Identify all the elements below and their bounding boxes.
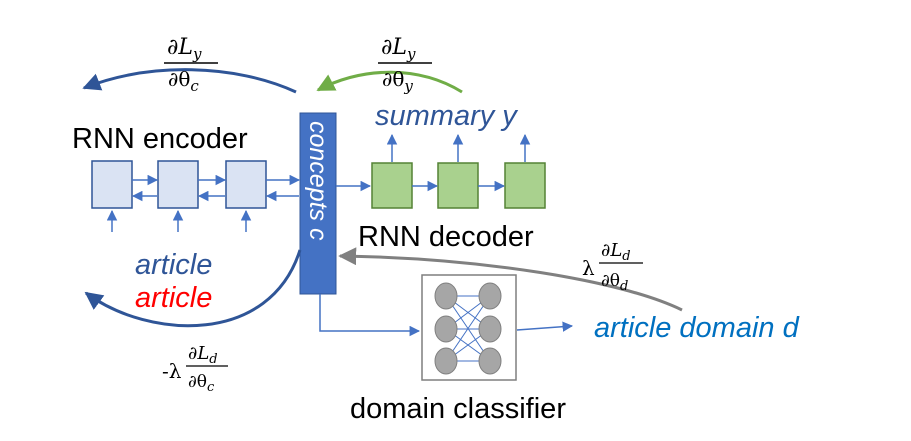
svg-text:∂Ld: ∂Ld (601, 240, 631, 264)
svg-text:∂θy: ∂θy (382, 67, 413, 95)
svg-text:-λ: -λ (162, 359, 182, 383)
encoder-cell-2 (157, 160, 199, 209)
gradient-arrow-encoder (82, 68, 297, 94)
domain-gradient-arrow (338, 247, 683, 312)
fraction-lambda-dLd-dthetad: λ ∂Ld ∂θd (582, 240, 643, 294)
svg-text:∂Ly: ∂Ly (381, 35, 416, 63)
encoder-label: RNN encoder (72, 123, 248, 155)
encoder-cell-3 (225, 160, 267, 209)
fraction-dLy-dthetac: ∂Ly ∂θc (164, 35, 218, 95)
classifier-output-arrow (516, 321, 574, 332)
svg-text:∂Ly: ∂Ly (167, 35, 202, 63)
domain-classifier-label: domain classifier (350, 393, 566, 425)
concepts-bar (299, 112, 337, 295)
decoder-cell-3 (504, 162, 546, 209)
summary-label: summary y (375, 100, 518, 132)
decoder-cell-1 (371, 162, 413, 209)
gradient-arrow-decoder (316, 70, 463, 94)
fraction-dLy-dthetay: ∂Ly ∂θy (378, 35, 432, 95)
decoder-cell-2 (437, 162, 479, 209)
reversed-gradient-arrow (84, 249, 302, 328)
classifier-neurons (434, 282, 502, 375)
domain-output-label: article domain d (594, 312, 800, 344)
concepts-to-classifier-arrow (319, 294, 421, 337)
svg-text:∂θc: ∂θc (188, 372, 215, 395)
svg-text:∂Ld: ∂Ld (188, 343, 218, 367)
article-input-label: article (135, 249, 212, 281)
svg-text:λ: λ (582, 256, 595, 280)
decoder-label: RNN decoder (358, 221, 534, 253)
svg-text:∂θc: ∂θc (168, 67, 199, 95)
article-reversed-label: article (135, 282, 212, 314)
encoder-cell-1 (91, 160, 133, 209)
fraction-neg-lambda-dLd-dthetac: -λ ∂Ld ∂θc (162, 343, 228, 395)
concepts-label: concepts c (304, 121, 332, 241)
svg-text:∂θd: ∂θd (601, 271, 628, 294)
